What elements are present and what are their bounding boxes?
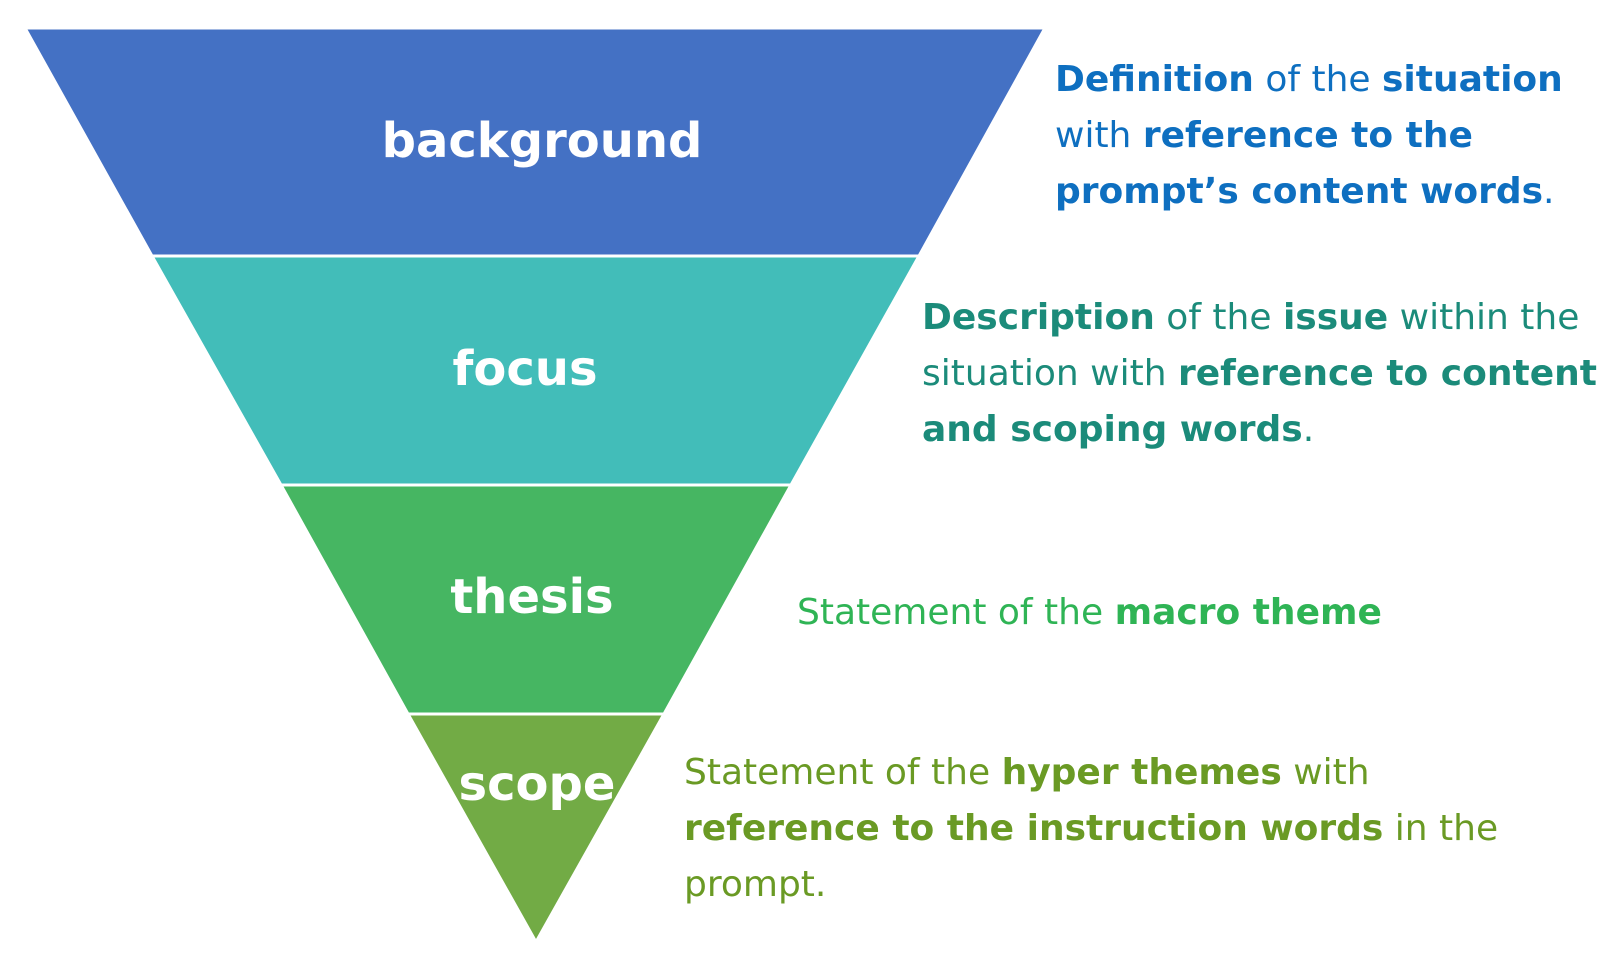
description-segment: with [1281, 752, 1370, 793]
description-segment: hyper themes [1001, 752, 1282, 793]
description-segment: Statement of the [684, 752, 1002, 793]
layer-label-focus: focus [452, 341, 598, 397]
layer-label-thesis: thesis [450, 569, 614, 625]
description-segment: issue [1282, 297, 1389, 338]
description-segment: Description [922, 297, 1155, 338]
layer-label-background: background [381, 113, 703, 169]
description-segment: . [1543, 171, 1555, 212]
description-thesis: Statement of the macro theme [797, 585, 1497, 641]
funnel-layer-scope [405, 712, 667, 946]
description-segment: reference to the instruction words [684, 808, 1384, 849]
description-scope: Statement of the hyper themes with refer… [684, 745, 1504, 913]
description-segment: macro theme [1114, 592, 1382, 633]
layer-label-scope: scope [458, 756, 616, 812]
description-segment: situation [1381, 59, 1563, 100]
description-focus: Description of the issue within the situ… [922, 290, 1612, 458]
description-segment: Definition [1055, 59, 1254, 100]
description-segment: . [1302, 409, 1315, 450]
description-segment: of the [1154, 297, 1283, 338]
description-segment: Statement of the [797, 592, 1115, 633]
description-segment: of the [1253, 59, 1382, 100]
description-segment: in the prompt. [684, 808, 1499, 905]
description-segment: within the situation with [922, 297, 1580, 394]
description-segment: with [1055, 115, 1143, 156]
description-segment: reference to content and scoping words [922, 353, 1597, 450]
description-segment: reference to the prompt’s content words [1055, 115, 1544, 212]
description-background: Definition of the situation with referen… [1055, 52, 1595, 220]
